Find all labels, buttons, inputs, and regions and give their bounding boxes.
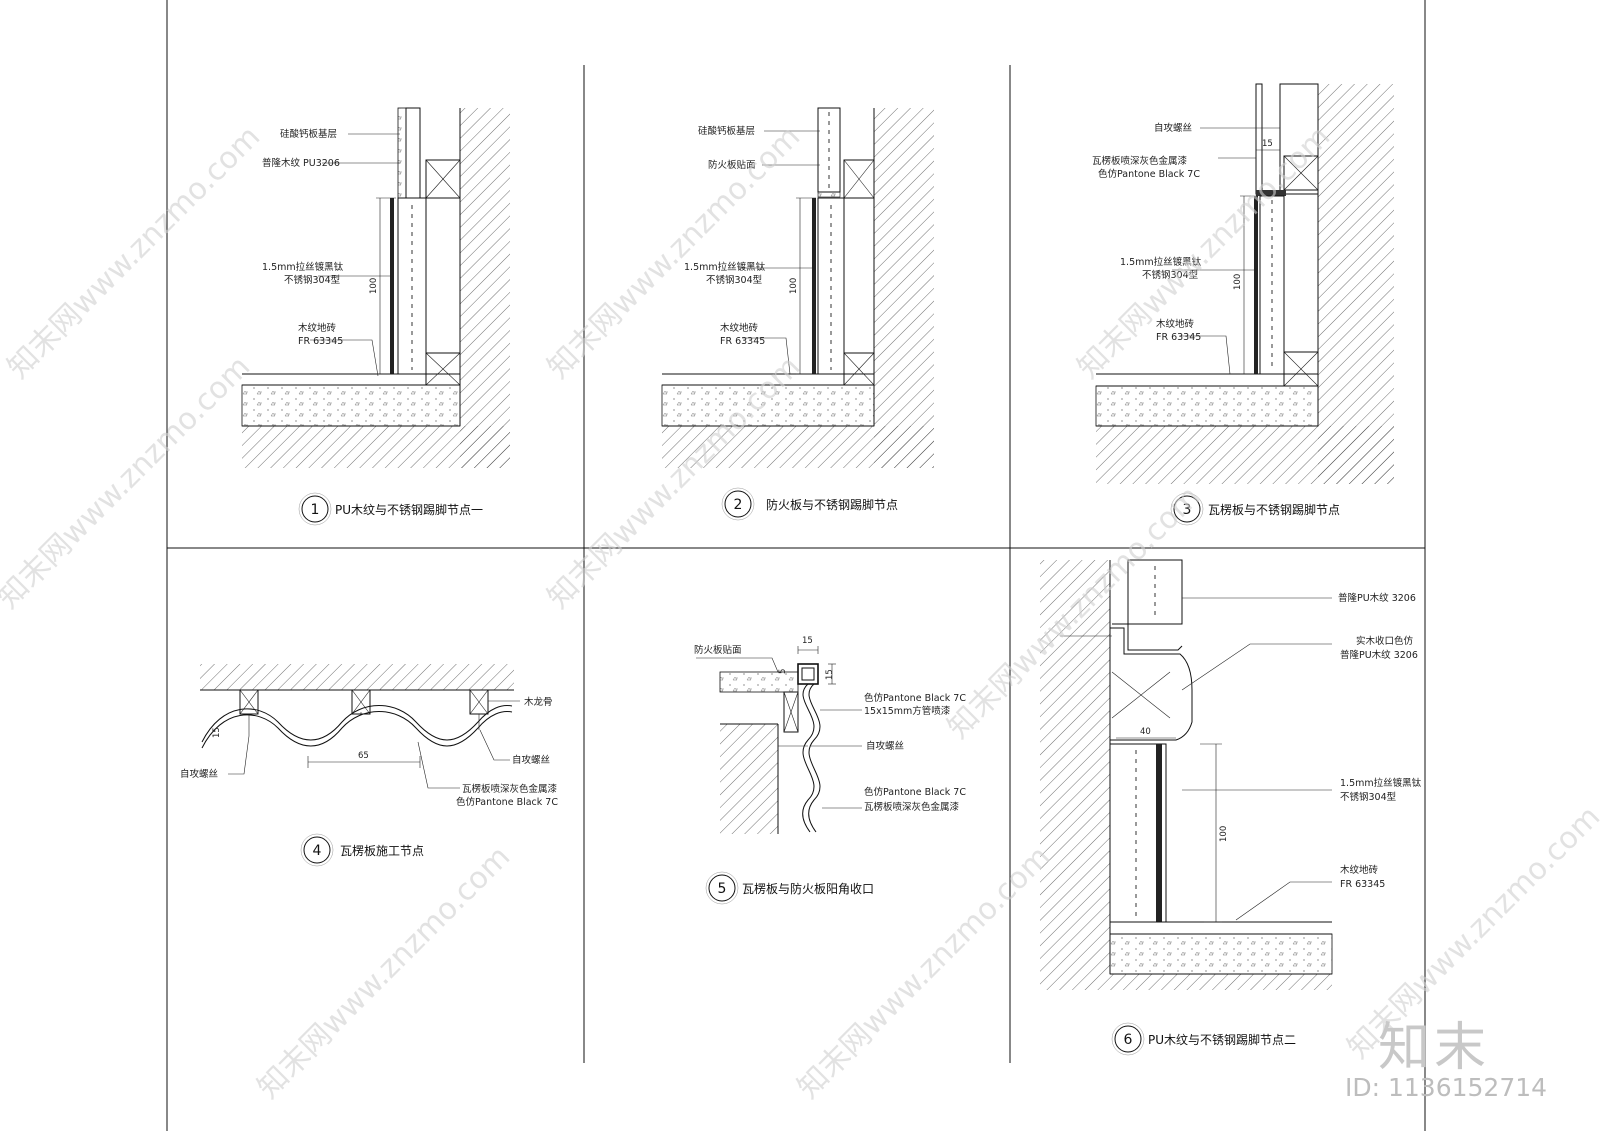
- d2-label-2: 1.5mm拉丝镀黑钛: [684, 261, 766, 273]
- d6-label-5: 木纹地砖: [1340, 864, 1379, 876]
- d1-label-1: 普隆木纹 PU3206: [262, 157, 340, 169]
- d5-number-circle: [708, 874, 736, 902]
- image-id-label: ID: 1136152714: [1345, 1073, 1548, 1102]
- d6-number-circle: [1114, 1025, 1142, 1053]
- sheet-frame: [166, 0, 1426, 1131]
- watermark-text: 知末网www.znzmo.com: [791, 839, 1057, 1105]
- d4-label-4: 色仿Pantone Black 7C: [456, 796, 558, 808]
- brand-logo: 知末: [1378, 1018, 1491, 1078]
- d6-dim-0: 40: [1140, 727, 1151, 737]
- d5-label-2: 15x15mm方管喷漆: [864, 705, 951, 717]
- d1-label-3: 不锈钢304型: [284, 274, 341, 286]
- d3-label-5: 木纹地砖: [1156, 318, 1195, 330]
- d6-dim-1: 100: [1219, 826, 1229, 842]
- d5-dim-1: 5: [778, 669, 788, 674]
- d2-label-5: FR 63345: [720, 336, 765, 347]
- d2-label-0: 硅酸钙板基层: [698, 125, 755, 137]
- d3-dim-0: 15: [1262, 139, 1273, 149]
- d1-dim-0: 100: [369, 278, 379, 294]
- d1-number: 1: [311, 502, 320, 518]
- d4-number: 4: [313, 843, 322, 859]
- d6-label-2: 普隆PU木纹 3206: [1340, 649, 1418, 661]
- d1-title: PU木纹与不锈钢踢脚节点一: [335, 502, 483, 517]
- d6-number: 6: [1124, 1032, 1133, 1048]
- d2-number-circle: [724, 490, 752, 518]
- d6-label-1: 实木收口色仿: [1356, 635, 1414, 647]
- d3-title: 瓦楞板与不锈钢踢脚节点: [1208, 502, 1340, 517]
- d1-label-2: 1.5mm拉丝镀黑钛: [262, 261, 344, 273]
- d5-label-3: 自攻螺丝: [866, 740, 904, 752]
- d2-label-4: 木纹地砖: [720, 322, 759, 334]
- d5-number: 5: [718, 881, 727, 897]
- watermark-text: 知末网www.znzmo.com: [1, 119, 267, 385]
- detail-3: [1095, 83, 1394, 484]
- d1-number-circle: [301, 495, 329, 523]
- d6-label-0: 普隆PU木纹 3206: [1338, 592, 1416, 604]
- d3-label-3: 1.5mm拉丝镀黑钛: [1120, 256, 1202, 268]
- detail-5: [696, 646, 862, 834]
- d5-dim-0: 15: [802, 636, 813, 646]
- d3-number: 3: [1183, 502, 1192, 518]
- detail-6: [1040, 559, 1333, 990]
- d3-label-4: 不锈钢304型: [1142, 269, 1199, 281]
- d5-title: 瓦楞板与防火板阳角收口: [742, 881, 874, 896]
- d5-label-0: 防火板贴面: [694, 644, 742, 656]
- d5-label-5: 瓦楞板喷深灰色金属漆: [864, 801, 960, 813]
- d4-label-3: 瓦楞板喷深灰色金属漆: [462, 783, 558, 795]
- d4-dim-0: 65: [358, 751, 369, 761]
- detail-2: [661, 107, 934, 468]
- d2-label-1: 防火板贴面: [708, 159, 756, 171]
- d1-label-5: FR 63345: [298, 336, 343, 347]
- watermark-text: 知末网www.znzmo.com: [0, 349, 257, 615]
- d2-title: 防火板与不锈钢踢脚节点: [766, 497, 898, 512]
- d1-label-0: 硅酸钙板基层: [280, 128, 337, 140]
- d6-label-6: FR 63345: [1340, 879, 1385, 890]
- d4-title: 瓦楞板施工节点: [340, 843, 424, 858]
- d4-label-2: 自攻螺丝: [512, 754, 550, 766]
- d6-label-3: 1.5mm拉丝镀黑钛: [1340, 777, 1422, 789]
- d4-label-1: 自攻螺丝: [180, 768, 218, 780]
- d4-number-circle: [303, 836, 331, 864]
- d4-dim-1: 15: [212, 727, 222, 738]
- d3-label-2: 色仿Pantone Black 7C: [1098, 168, 1200, 180]
- d5-label-4: 色仿Pantone Black 7C: [864, 786, 966, 798]
- d3-dim-1: 100: [1233, 274, 1243, 290]
- d2-number: 2: [734, 497, 743, 513]
- d6-label-4: 不锈钢304型: [1340, 791, 1397, 803]
- d2-dim-0: 100: [789, 278, 799, 294]
- d4-label-0: 木龙骨: [524, 696, 553, 708]
- detail-4: [200, 664, 520, 789]
- watermark-text: 知末网www.znzmo.com: [541, 119, 807, 385]
- d6-title: PU木纹与不锈钢踢脚节点二: [1148, 1032, 1296, 1047]
- d5-label-1: 色仿Pantone Black 7C: [864, 692, 966, 704]
- d1-label-4: 木纹地砖: [298, 322, 337, 334]
- detail-1: [241, 107, 510, 468]
- d3-label-6: FR 63345: [1156, 332, 1201, 343]
- watermark-text: 知末网www.znzmo.com: [251, 839, 517, 1105]
- d3-label-1: 瓦楞板喷深灰色金属漆: [1092, 155, 1188, 167]
- d5-dim-2: 15: [825, 669, 835, 680]
- d2-label-3: 不锈钢304型: [706, 274, 763, 286]
- d3-number-circle: [1173, 495, 1201, 523]
- d3-label-0: 自攻螺丝: [1154, 122, 1192, 134]
